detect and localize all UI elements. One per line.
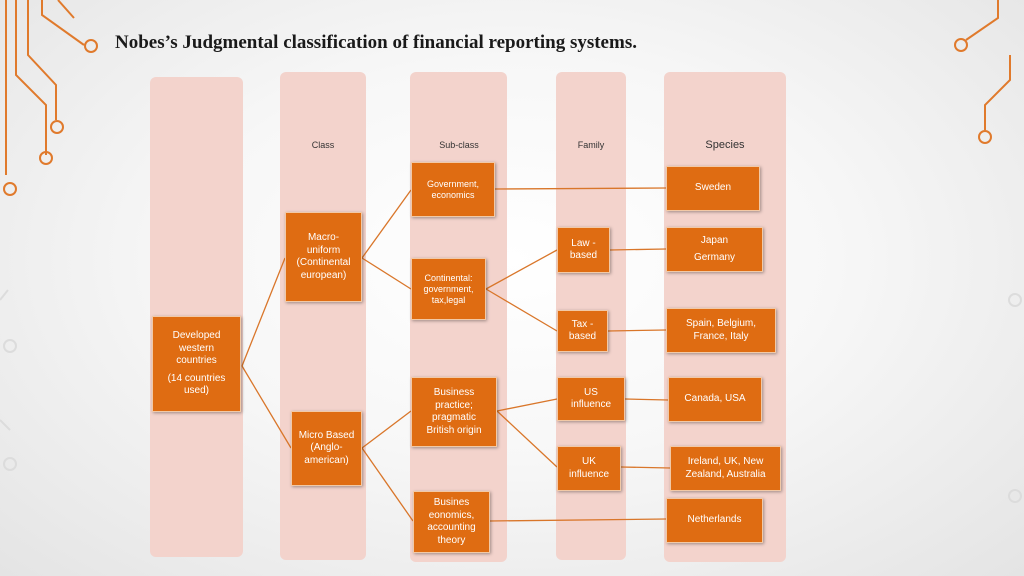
link-law-japan <box>609 248 667 251</box>
node-tax-based: Tax -based <box>557 310 608 352</box>
node-spain-belgium-france-italy: Spain, Belgium,France, Italy <box>666 308 776 353</box>
link-tax-spain <box>607 329 667 332</box>
node-government-economics: Government,economics <box>411 162 495 217</box>
link-root-macro <box>241 257 286 367</box>
link-macro-continental <box>361 257 412 290</box>
header-subclass: Sub-class <box>439 140 479 150</box>
link-continental-law <box>485 249 558 290</box>
link-micro-business <box>361 410 412 449</box>
link-root-micro <box>241 365 292 449</box>
link-micro-busines-econ <box>361 447 414 522</box>
header-family: Family <box>577 140 605 150</box>
header-class: Class <box>311 140 335 150</box>
link-gov-sweden <box>494 187 667 190</box>
node-continental: Continental:government,tax,legal <box>411 258 486 320</box>
link-business-uk <box>496 410 558 468</box>
link-business-us <box>496 398 558 412</box>
header-species: Species <box>705 139 745 151</box>
link-busines-econ-netherlands <box>489 518 667 522</box>
link-uk-ireland <box>620 466 671 469</box>
page-title: Nobes’s Judgmental classification of fin… <box>115 32 637 53</box>
node-law-based: Law -based <box>557 227 610 273</box>
link-continental-tax <box>485 288 558 332</box>
node-netherlands: Netherlands <box>666 498 763 543</box>
node-micro-based: Micro Based(Anglo-american) <box>291 411 362 486</box>
link-macro-gov <box>361 189 412 259</box>
node-sweden: Sweden <box>666 166 760 211</box>
node-canada-usa: Canada, USA <box>668 377 762 422</box>
link-us-canada <box>624 398 669 401</box>
